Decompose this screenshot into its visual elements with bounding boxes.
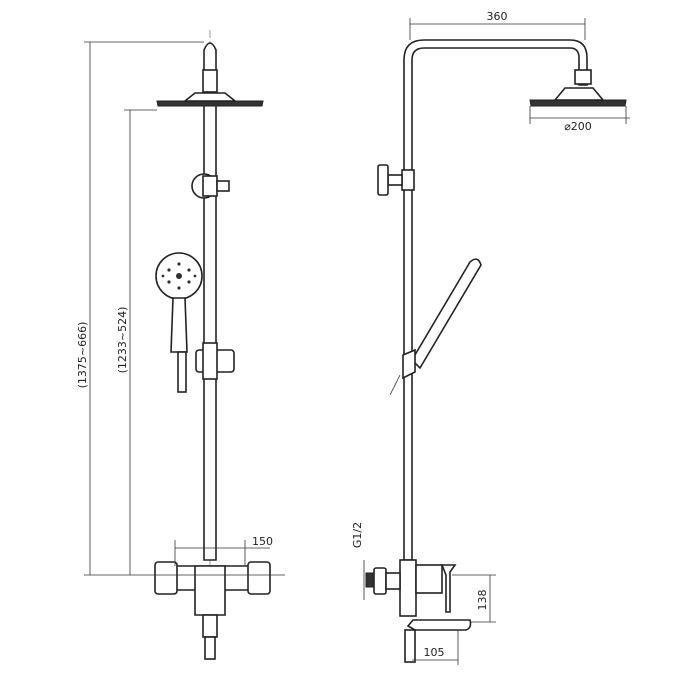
head-diameter-dimension: ⌀200	[564, 120, 592, 133]
diverter-knob	[377, 164, 389, 196]
riser-pipe-side	[403, 39, 588, 561]
inlet-thread-label: G1/2	[351, 522, 364, 548]
spout-reach-dimension: 105	[424, 646, 445, 659]
overall-height-dimension: (1375~666)	[76, 322, 89, 389]
spout-height-dimension: 138	[476, 590, 489, 611]
slide-rail-height-dimension: (1233~524)	[116, 307, 129, 374]
wall-connector	[373, 567, 387, 595]
arm-length-dimension: 360	[487, 10, 508, 23]
mixer-center-dimension: 150	[252, 535, 273, 548]
hand-shower-side	[410, 258, 482, 370]
front-view: (1375~666) (1233~524) 150	[76, 30, 285, 660]
mixer-side	[399, 559, 417, 617]
spout	[406, 619, 472, 631]
head-connector	[202, 69, 218, 93]
hand-shower-handle	[170, 297, 188, 353]
spray-nozzles	[161, 262, 197, 290]
overhead-shower-head-side	[529, 99, 627, 107]
riser-pipe	[203, 42, 217, 561]
mixer-lever	[440, 564, 457, 613]
side-view: 360 ⌀200 G1/2 138 105	[351, 10, 630, 665]
